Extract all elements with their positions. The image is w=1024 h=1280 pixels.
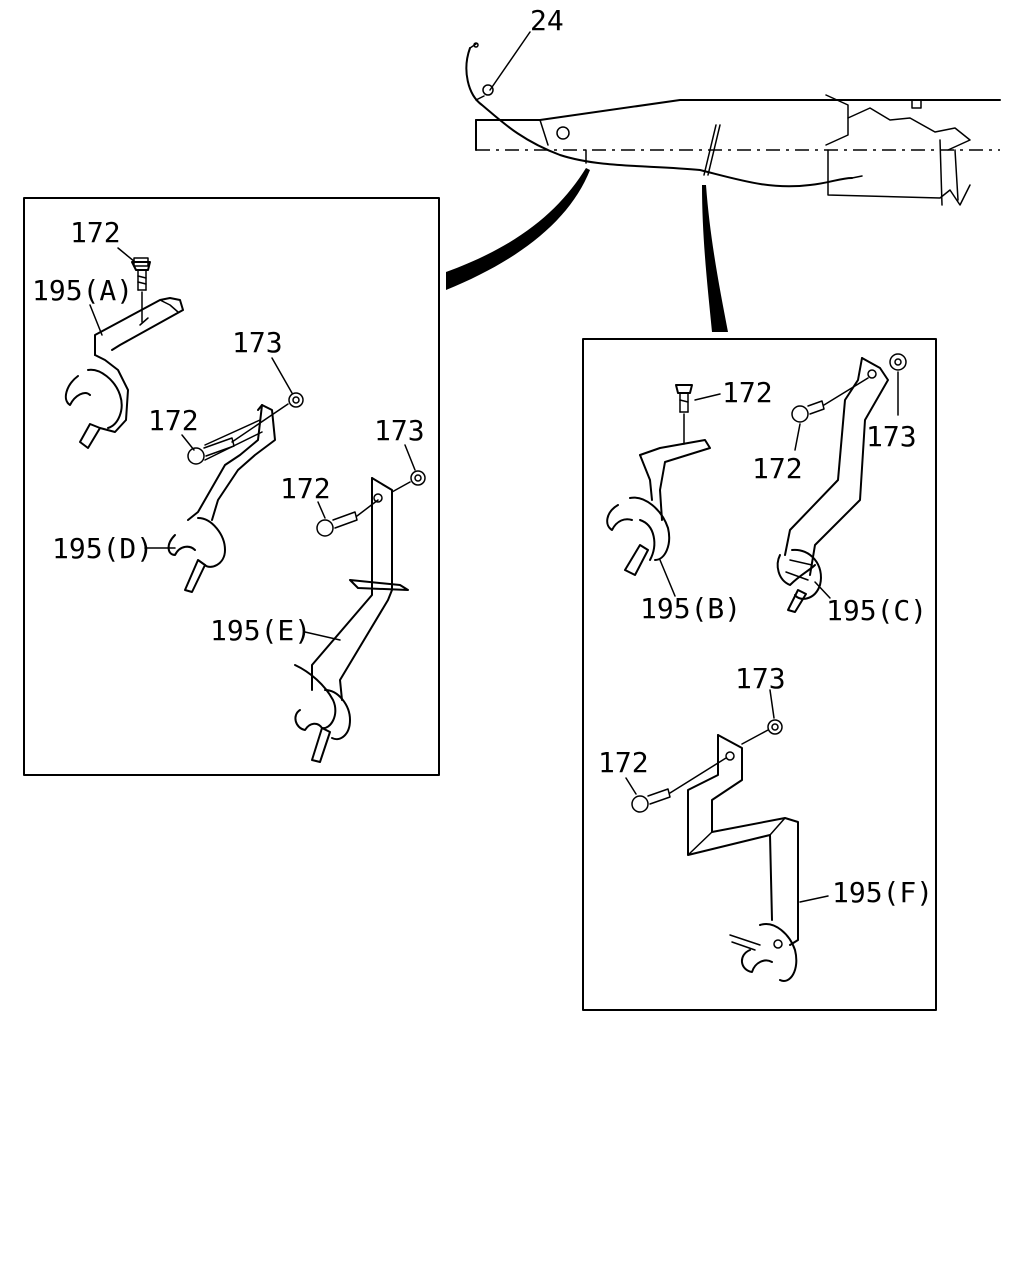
frame-rail [475, 94, 1001, 206]
callout-172-d: 172 [148, 404, 199, 437]
callout-172-c: 172 [752, 452, 803, 485]
callout-173-d: 173 [232, 326, 283, 359]
callout-172-b: 172 [722, 376, 773, 409]
bolt-172-f [631, 757, 727, 813]
nut-173-c [889, 353, 907, 371]
nut-173-e [391, 470, 426, 493]
clip-195a [64, 297, 184, 449]
callout-195d: 195(D) [52, 532, 153, 565]
nut-173-d [231, 392, 304, 443]
callout-195c: 195(C) [826, 594, 927, 627]
callout-173-f: 173 [735, 662, 786, 695]
cable-24 [465, 31, 863, 188]
callout-24: 24 [530, 4, 564, 37]
clip-195d [167, 404, 276, 593]
bolt-172-b [675, 384, 693, 445]
bolt-172-e [316, 493, 383, 537]
detail-box-right [582, 338, 937, 1011]
callout-195a: 195(A) [32, 274, 133, 307]
bolt-172-a [131, 257, 151, 323]
clip-195b [606, 439, 711, 576]
callout-172-e: 172 [280, 472, 331, 505]
callout-195f: 195(F) [832, 876, 933, 909]
clip-195e [294, 477, 409, 763]
callout-195e: 195(E) [210, 614, 311, 647]
callout-172-f: 172 [598, 746, 649, 779]
bolt-172-c [791, 377, 869, 423]
callout-173-c: 173 [866, 420, 917, 453]
clip-195f [687, 734, 799, 982]
callout-173-e: 173 [374, 414, 425, 447]
detail-pointer-right [702, 185, 728, 332]
nut-173-f [741, 719, 783, 745]
callout-195b: 195(B) [640, 592, 741, 625]
detail-box-left [23, 197, 440, 776]
callout-172-a: 172 [70, 216, 121, 249]
clip-195c [776, 357, 889, 613]
detail-pointer-left [446, 168, 590, 290]
